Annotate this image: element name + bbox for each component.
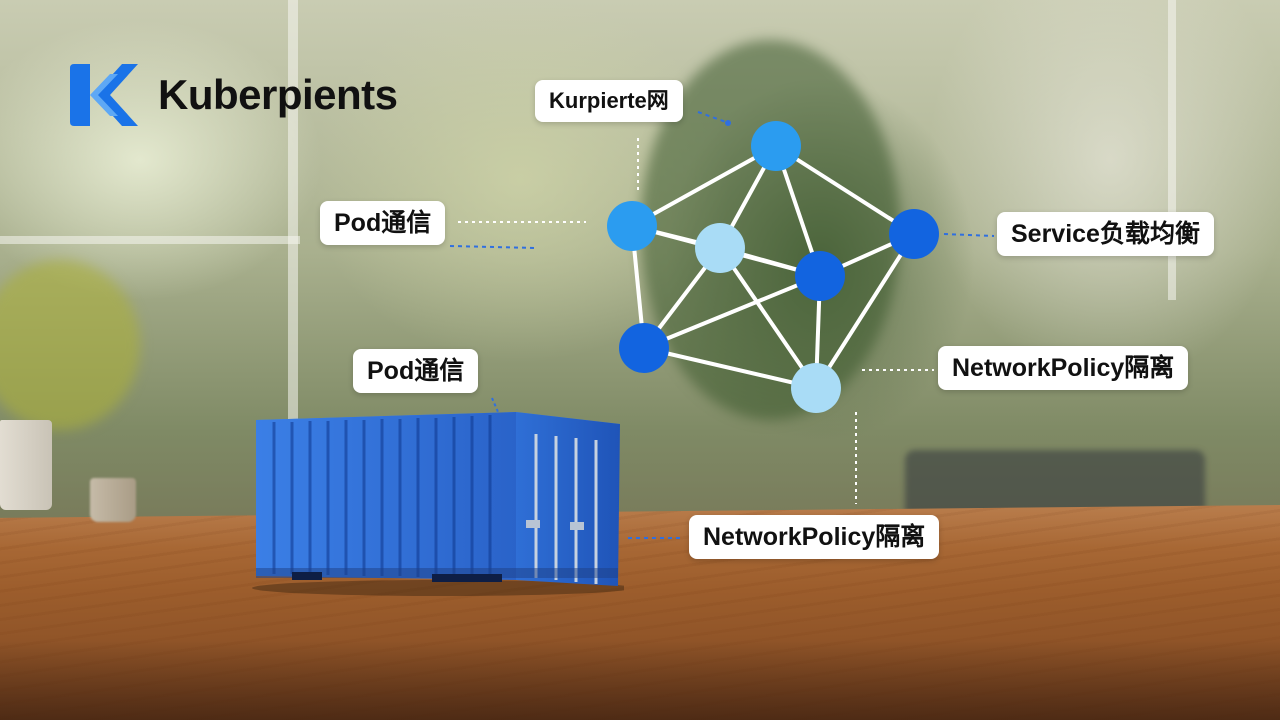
plant-left	[0, 260, 140, 430]
window-frame	[1168, 0, 1176, 300]
cup	[90, 478, 136, 522]
graph-edge	[774, 144, 916, 236]
graph-node	[889, 209, 939, 259]
graph-edge	[814, 232, 916, 390]
graph-node	[619, 323, 669, 373]
connector-dot	[725, 120, 731, 126]
plant-pot	[0, 420, 52, 510]
graph-edges	[630, 144, 916, 390]
label-pod-communication-container: Pod通信	[353, 349, 479, 393]
graph-node	[695, 223, 745, 273]
connector	[943, 233, 995, 237]
label-service-load-balancing: Service负载均衡	[997, 212, 1214, 256]
label-top-network: Kurpierte网	[535, 80, 683, 122]
connector	[491, 397, 499, 413]
brand-logo: Kuberpients	[66, 62, 398, 128]
graph-edge	[642, 274, 822, 350]
graph-node	[751, 121, 801, 171]
graph-edge	[718, 246, 818, 390]
brand-name: Kuberpients	[158, 71, 398, 118]
connector	[697, 111, 727, 123]
graph-edge	[642, 346, 818, 390]
label-connectors	[449, 111, 995, 539]
connector	[449, 245, 537, 249]
kubernetes-k-logo-icon	[70, 64, 138, 126]
label-pod-communication: Pod通信	[320, 201, 446, 245]
graph-node	[791, 363, 841, 413]
label-networkpolicy-isolation-bottom: NetworkPolicy隔离	[689, 515, 940, 559]
table-shade	[0, 640, 1280, 720]
window-frame	[0, 236, 300, 244]
label-networkpolicy-isolation: NetworkPolicy隔离	[938, 346, 1189, 390]
graph-nodes	[607, 121, 939, 413]
graph-node	[607, 201, 657, 251]
shipping-container-icon	[252, 412, 624, 596]
graph-edge	[630, 144, 778, 228]
graph-node	[795, 251, 845, 301]
